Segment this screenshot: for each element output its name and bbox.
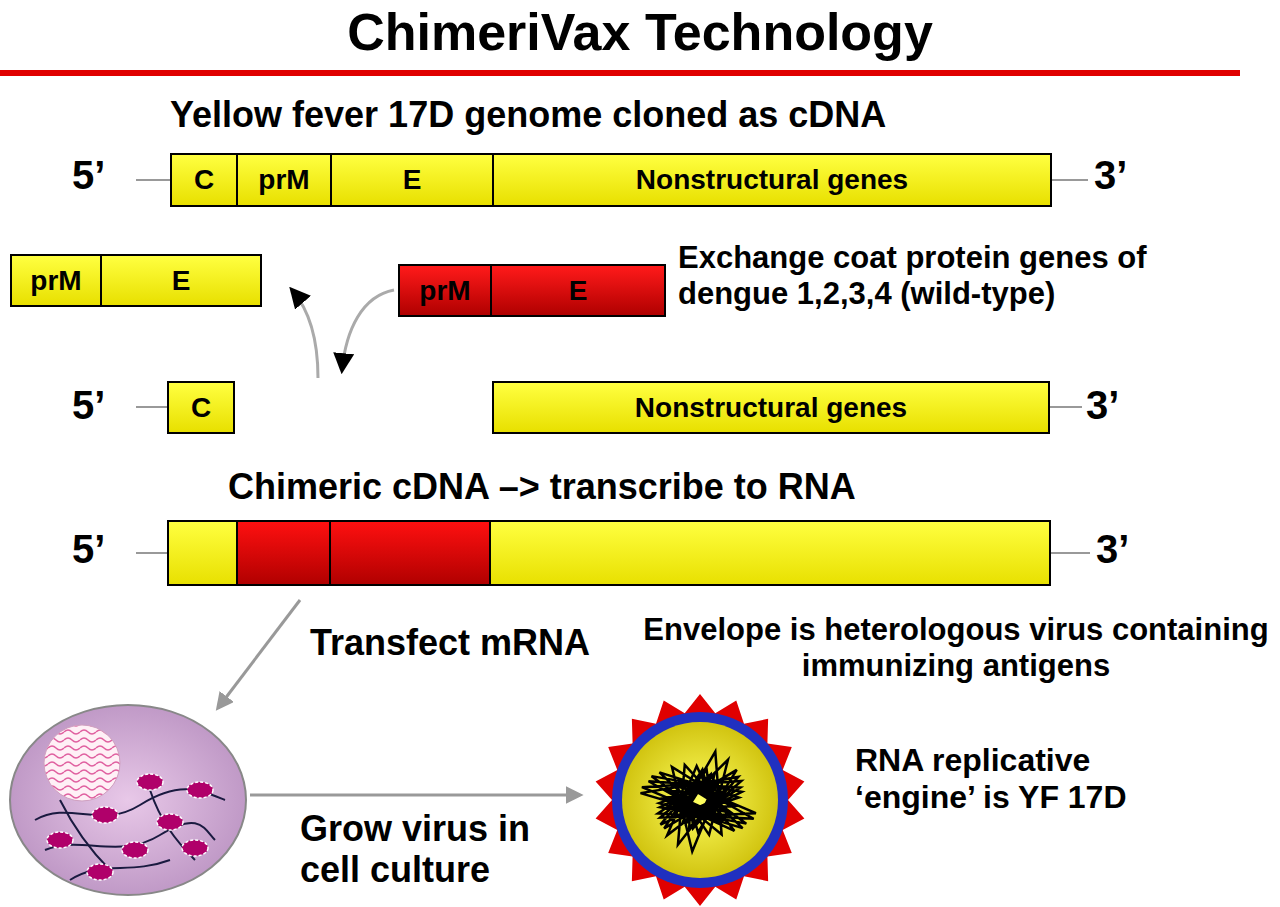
gene-name: C <box>194 164 214 196</box>
strand-end: 5’ <box>72 382 132 428</box>
gene-name: prM <box>258 164 309 196</box>
strand-end: 3’ <box>1096 526 1156 572</box>
grow-arrow <box>250 794 580 797</box>
gene-segment: E <box>490 264 666 317</box>
title: ChimeriVax Technology <box>0 2 1280 62</box>
gene-segment: C <box>167 381 235 434</box>
step-label: Transfect mRNA <box>310 622 640 663</box>
strand-end: 5’ <box>72 526 132 572</box>
gene-name: Nonstructural genes <box>636 164 908 196</box>
gene-name: prM <box>419 275 470 307</box>
gene-name: E <box>172 265 191 297</box>
cell-illustration <box>10 705 246 895</box>
gene-name: C <box>191 392 211 424</box>
step-label: Grow virus in cell culture <box>300 808 590 891</box>
strand-end: 3’ <box>1094 152 1154 198</box>
gene-segment: E <box>100 254 262 307</box>
gene-segment: prM <box>398 264 492 317</box>
virus-capsid <box>622 722 778 878</box>
strand-end: 3’ <box>1086 382 1146 428</box>
virus-illustration <box>596 694 805 906</box>
gene-segment: prM <box>236 153 332 207</box>
gene-name: E <box>403 164 422 196</box>
strand-end: 5’ <box>72 152 132 198</box>
rna-genome <box>641 752 756 852</box>
note: Envelope is heterologous virus containin… <box>636 612 1276 683</box>
virus-membrane <box>612 712 788 888</box>
gene-segment: E <box>330 153 494 207</box>
heading: Chimeric cDNA –> transcribe to RNA <box>228 466 1068 507</box>
transfect-arrow <box>218 600 300 708</box>
heading: Yellow fever 17D genome cloned as cDNA <box>170 94 1090 135</box>
gene-segment: Nonstructural genes <box>492 381 1050 434</box>
gene-name: prM <box>30 265 81 297</box>
gene-name: Nonstructural genes <box>635 392 907 424</box>
chimeric-bar <box>168 521 1050 585</box>
gene-segment: prM <box>10 254 102 307</box>
gene-segment: C <box>170 153 238 207</box>
title-rule <box>0 70 1240 76</box>
gene-segment: Nonstructural genes <box>492 153 1052 207</box>
gene-name: E <box>569 275 588 307</box>
note: RNA replicative ‘engine’ is YF 17D <box>855 742 1175 816</box>
strand-ends <box>136 180 1090 553</box>
swap-in-arrow <box>342 290 394 370</box>
swap-out-arrow <box>292 290 318 378</box>
virus-spikes <box>596 694 805 906</box>
note: Exchange coat protein genes of dengue 1,… <box>678 240 1198 311</box>
